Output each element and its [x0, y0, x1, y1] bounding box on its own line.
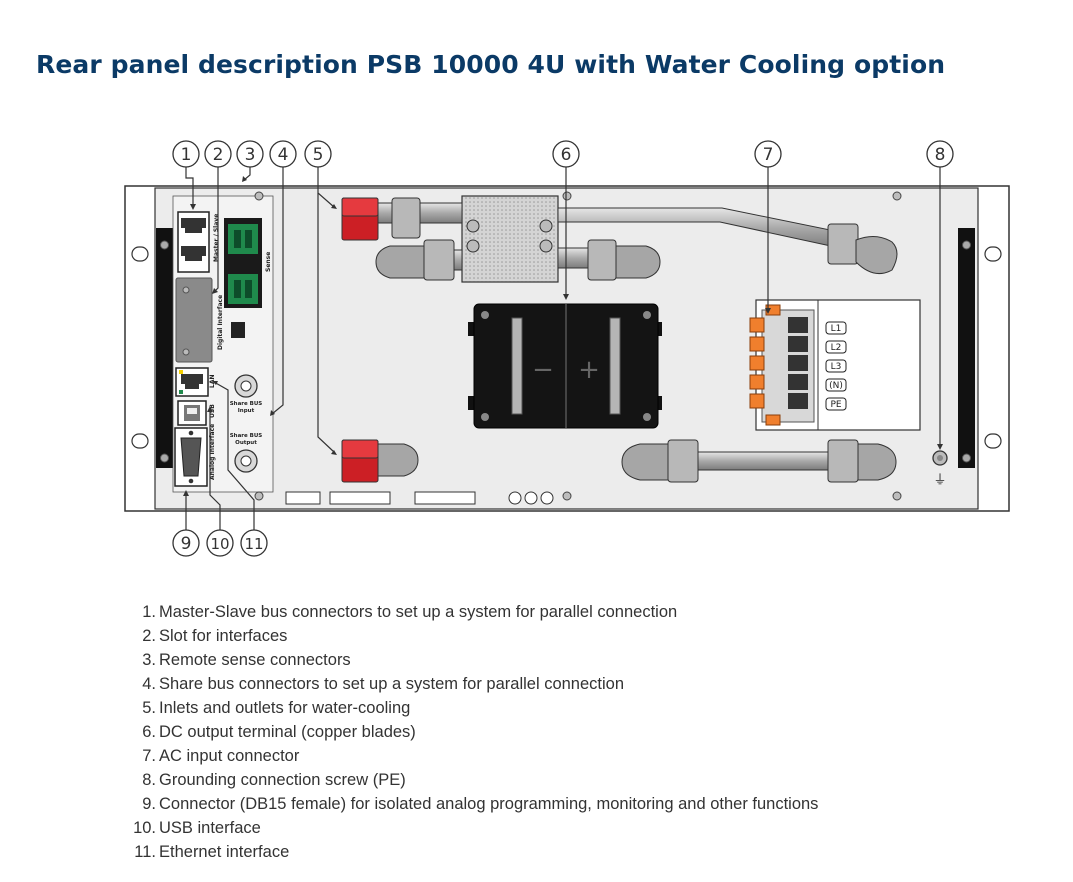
- callout-8: 8: [926, 140, 954, 168]
- svg-text:8: 8: [935, 145, 946, 165]
- legend-item: 6.DC output terminal (copper blades): [142, 723, 416, 741]
- legend-item: 11.Ethernet interface: [134, 843, 290, 861]
- svg-text:2: 2: [213, 145, 224, 165]
- ac-terminal-l2: L2: [831, 343, 842, 353]
- panel-screws: [254, 191, 902, 501]
- usb-label: USB: [209, 404, 216, 418]
- legend-item: 4.Share bus connectors to set up a syste…: [142, 675, 625, 693]
- share-bus-output-label-2: Output: [235, 440, 257, 446]
- sense-label: Sense: [265, 252, 272, 272]
- share-bus-input-label: Share BUS: [230, 401, 263, 407]
- callout-5: 5: [304, 140, 332, 168]
- legend-item: 2.Slot for interfaces: [142, 627, 288, 645]
- ac-terminal-n: (N): [829, 381, 843, 391]
- rack-hole-left-bottom: [131, 433, 149, 449]
- digital-interface-slot: [175, 277, 213, 363]
- svg-text:7: 7: [763, 145, 774, 165]
- legend-item: 8.Grounding connection screw (PE): [142, 771, 406, 789]
- ac-input-connector: L1 L2 L3 (N) PE: [749, 299, 921, 431]
- callout-4: 4: [269, 140, 297, 168]
- svg-text:5: 5: [313, 145, 324, 165]
- rear-panel-diagram: Master / Slave Sense Digital Interface L…: [124, 140, 1010, 557]
- legend-item: 10.USB interface: [133, 819, 261, 837]
- legend-item: 9.Connector (DB15 female) for isolated a…: [142, 795, 819, 813]
- master-slave-label: Master / Slave: [213, 214, 220, 262]
- dc-plus-label: +: [578, 355, 600, 385]
- legend-item: 5.Inlets and outlets for water-cooling: [142, 699, 411, 717]
- callout-6: 6: [552, 140, 580, 168]
- vent-slot-2: [329, 491, 391, 505]
- page-title: Rear panel description PSB 10000 4U with…: [36, 50, 946, 79]
- svg-text:9: 9: [181, 534, 192, 554]
- water-cooling-bottom: [341, 439, 897, 483]
- ac-terminal-pe: PE: [830, 400, 841, 410]
- callout-7: 7: [754, 140, 782, 168]
- vent-slot-3: [414, 491, 476, 505]
- callout-10: 10: [206, 529, 234, 557]
- share-bus-input-label-2: Input: [238, 408, 255, 414]
- legend-item: 3.Remote sense connectors: [142, 651, 351, 669]
- handle-right: [958, 228, 975, 468]
- water-cooling-top: [341, 195, 898, 283]
- legend-item: 1.Master-Slave bus connectors to set up …: [142, 603, 678, 621]
- dc-minus-label: −: [532, 355, 554, 385]
- callout-2: 2: [204, 140, 232, 168]
- rack-hole-right-top: [984, 246, 1002, 262]
- sense-switch: [231, 322, 245, 338]
- svg-text:3: 3: [245, 145, 256, 165]
- legend-list: 1.Master-Slave bus connectors to set up …: [126, 600, 818, 864]
- ac-terminal-l1: L1: [831, 324, 842, 334]
- legend-item: 7.AC input connector: [142, 747, 300, 765]
- ground-symbol: ⏚: [933, 473, 946, 488]
- dc-output-terminal: − +: [468, 303, 662, 429]
- svg-text:11: 11: [244, 535, 263, 553]
- callout-9: 9: [172, 529, 200, 557]
- callout-3: 3: [236, 140, 264, 168]
- ac-terminal-l3: L3: [831, 362, 842, 372]
- analog-interface-label: Analog Interface: [209, 424, 216, 480]
- svg-text:10: 10: [210, 535, 229, 553]
- share-bus-output-label: Share BUS: [230, 433, 263, 439]
- svg-text:6: 6: [561, 145, 572, 165]
- rack-hole-left-top: [131, 246, 149, 262]
- svg-text:1: 1: [181, 145, 192, 165]
- rack-hole-right-bottom: [984, 433, 1002, 449]
- svg-text:4: 4: [278, 145, 289, 165]
- callout-11: 11: [240, 529, 268, 557]
- handle-left: [156, 228, 173, 468]
- vent-slot-1: [285, 491, 321, 505]
- leader-arrows: [183, 176, 943, 496]
- digital-interface-label: Digital Interface: [217, 295, 224, 350]
- callout-1: 1: [172, 140, 200, 168]
